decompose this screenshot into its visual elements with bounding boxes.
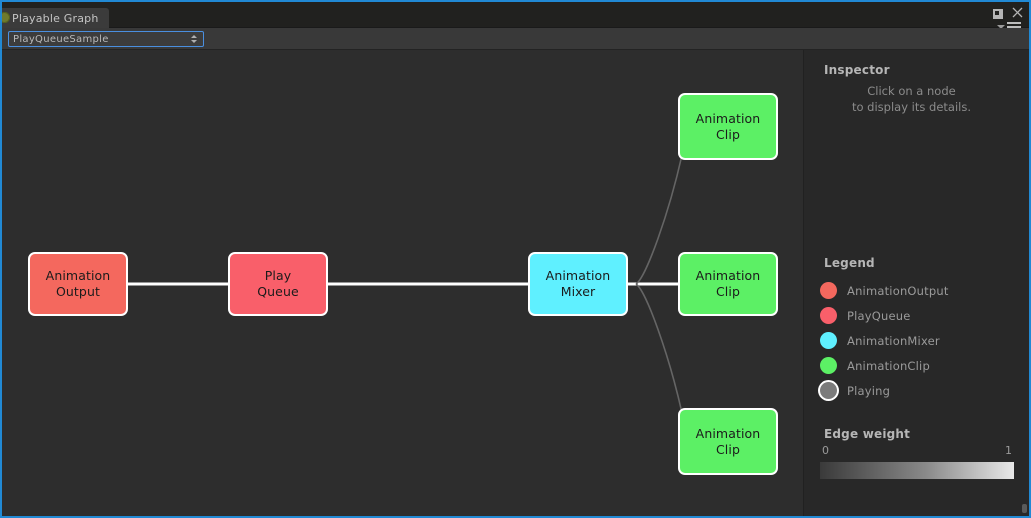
graph-node-label: Animation Clip	[695, 268, 761, 299]
graph-edge	[635, 154, 683, 285]
graph-node-label: Animation Mixer	[545, 268, 611, 299]
legend-row: AnimationClip	[820, 353, 949, 378]
legend-color-dot	[820, 307, 837, 324]
inspector-hint: Click on a node to display its details.	[851, 84, 971, 114]
legend-color-dot	[820, 382, 837, 399]
graph-node-play-queue[interactable]: Play Queue	[228, 252, 328, 316]
graph-node-animation-output[interactable]: Animation Output	[28, 252, 128, 316]
edge-weight-gradient-bar	[820, 462, 1014, 479]
graph-node-animation-mixer[interactable]: Animation Mixer	[528, 252, 628, 316]
legend-color-dot	[820, 332, 837, 349]
edge-weight-scale: 0 1	[822, 444, 1012, 457]
legend-row: Playing	[820, 378, 949, 403]
legend-color-dot	[820, 282, 837, 299]
edge-weight-title: Edge weight	[824, 427, 911, 441]
tab-playable-graph[interactable]: Playable Graph	[2, 8, 109, 28]
window-controls	[992, 7, 1023, 19]
edge-weight-min: 0	[822, 444, 829, 457]
graph-node-label: Animation Clip	[695, 110, 761, 142]
legend-title: Legend	[824, 256, 875, 270]
graph-selector-value: PlayQueueSample	[13, 33, 109, 45]
panel-scrollbar-thumb[interactable]	[1022, 504, 1027, 513]
legend-label: PlayQueue	[847, 308, 911, 323]
legend-color-dot	[820, 357, 837, 374]
legend-row: AnimationOutput	[820, 278, 949, 303]
legend-row: AnimationMixer	[820, 328, 949, 353]
edge-weight-max: 1	[1005, 444, 1012, 457]
unity-window-dot-icon	[2, 12, 10, 23]
side-panel: Inspector Click on a node to display its…	[803, 50, 1029, 516]
graph-canvas[interactable]: Animation Output Play Queue Animation Mixe…	[2, 50, 803, 516]
tab-label: Playable Graph	[12, 11, 99, 25]
graph-node-label: Play Queue	[257, 268, 299, 299]
graph-selector-dropdown[interactable]: PlayQueueSample	[8, 31, 204, 47]
graph-edges	[128, 154, 683, 414]
dropdown-arrows-icon	[191, 35, 197, 43]
legend-label: AnimationOutput	[847, 283, 949, 298]
graph-node-animation-clip-1[interactable]: Animation Clip	[678, 93, 778, 160]
inspector-title: Inspector	[824, 63, 890, 77]
legend-row: PlayQueue	[820, 303, 949, 328]
legend-label: Playing	[847, 383, 891, 398]
toolbar: PlayQueueSample	[2, 28, 1029, 50]
legend-label: AnimationMixer	[847, 333, 940, 348]
window-tab-strip: Playable Graph	[2, 2, 1029, 32]
close-icon[interactable]	[1012, 7, 1023, 18]
graph-node-animation-clip-3[interactable]: Animation Clip	[678, 408, 778, 475]
graph-edge	[635, 283, 683, 414]
graph-node-animation-clip-2[interactable]: Animation Clip	[678, 252, 778, 316]
maximize-icon[interactable]	[992, 7, 1003, 19]
chevron-down-icon	[997, 25, 1005, 29]
graph-node-label: Animation Clip	[695, 425, 761, 457]
legend-label: AnimationClip	[847, 358, 930, 373]
graph-node-label: Animation Output	[45, 268, 111, 299]
